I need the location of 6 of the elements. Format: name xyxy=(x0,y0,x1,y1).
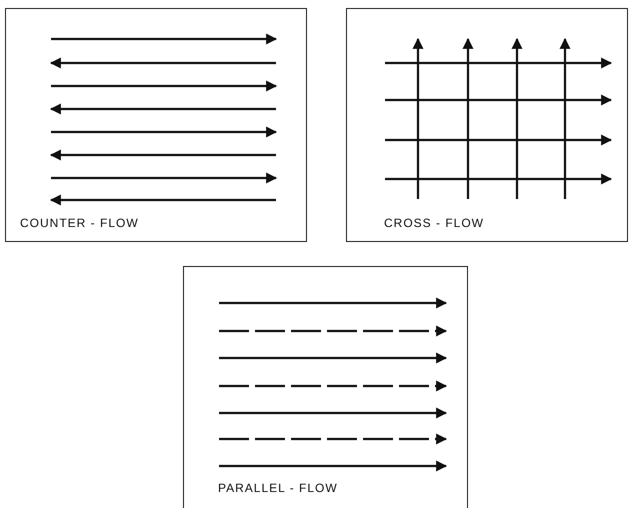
panel-caption: CROSS - FLOW xyxy=(384,216,484,230)
panel-frame xyxy=(5,8,307,242)
panel-caption: PARALLEL - FLOW xyxy=(218,481,338,495)
panel-frame xyxy=(183,266,468,508)
panel-caption: COUNTER - FLOW xyxy=(20,216,139,230)
panel-frame xyxy=(346,8,628,242)
